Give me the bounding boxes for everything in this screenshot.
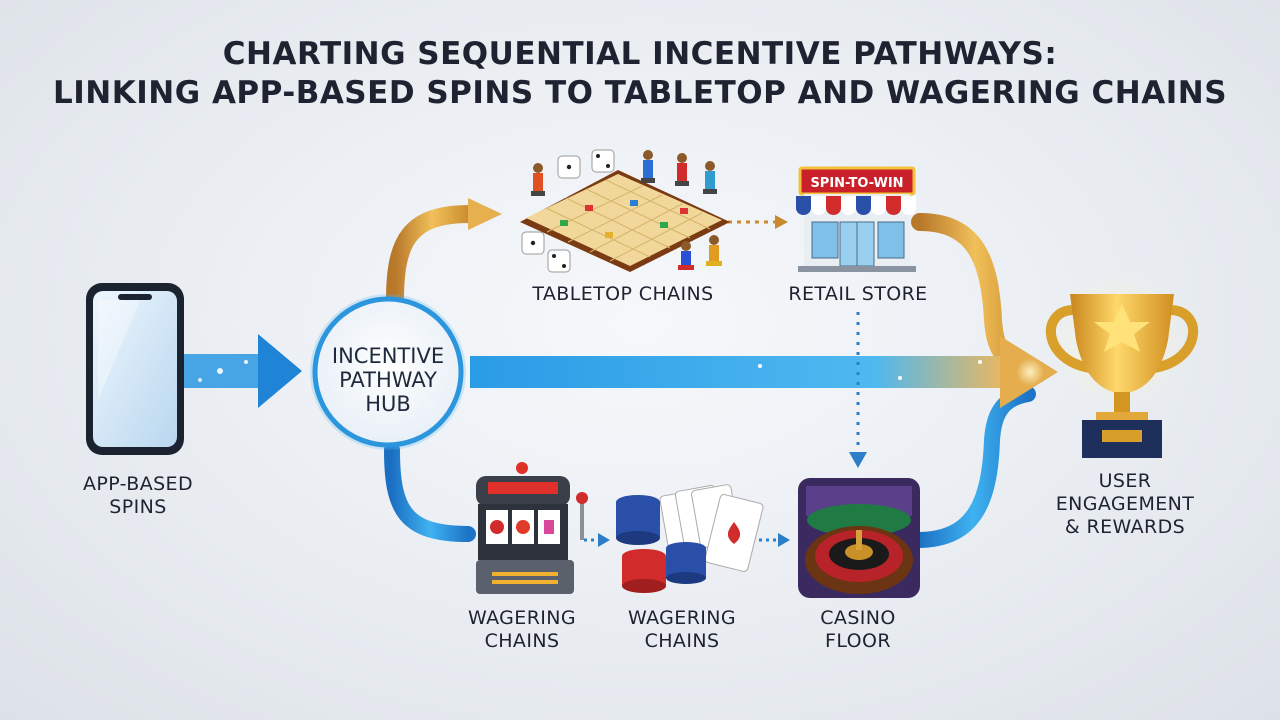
connector-retail-to-casino (849, 312, 867, 468)
label-retail-store: RETAIL STORE (788, 283, 928, 305)
label-tabletop-chains: TABLETOP CHAINS (532, 283, 714, 305)
label-rewards-line-2: ENGAGEMENT (1055, 493, 1195, 515)
board-game-icon (520, 149, 730, 273)
label-rewards-line-3: & REWARDS (1064, 516, 1186, 538)
connector-tabletop-to-retail (728, 215, 788, 229)
hub-label-line-3: HUB (365, 392, 411, 416)
hub-label: INCENTIVE PATHWAY HUB (318, 344, 458, 416)
arrow-app-to-hub (182, 334, 302, 408)
arrow-hub-to-rewards (470, 336, 1058, 408)
trophy-icon (1045, 270, 1199, 458)
label-wagering-2-line-2: CHAINS (644, 630, 720, 652)
hub-label-line-1: INCENTIVE (331, 344, 445, 368)
label-user-engagement-rewards: USER ENGAGEMENT & REWARDS (1040, 470, 1210, 539)
retail-sign-text: SPIN-TO-WIN (810, 176, 903, 191)
roulette-icon (798, 478, 920, 598)
label-app-line-2: SPINS (109, 496, 167, 518)
gold-path-to-tabletop (386, 198, 502, 309)
label-app-line-1: APP-BASED (82, 473, 193, 495)
label-wagering-chains-1: WAGERING CHAINS (452, 607, 592, 653)
label-app-based-spins: APP-BASED SPINS (48, 473, 228, 519)
slot-machine-icon (476, 462, 588, 594)
hub-circle (310, 294, 466, 450)
label-casino-line-2: FLOOR (825, 630, 891, 652)
label-casino-line-1: CASINO (820, 607, 896, 629)
label-wagering-2-line-1: WAGERING (627, 607, 737, 629)
smartphone-icon (86, 283, 184, 455)
label-wagering-1-line-2: CHAINS (484, 630, 560, 652)
label-wagering-chains-2: WAGERING CHAINS (612, 607, 752, 653)
storefront-icon (796, 166, 916, 272)
connector-chips-to-casino (752, 533, 790, 547)
hub-label-line-2: PATHWAY (339, 368, 437, 392)
title-line-1: CHARTING SEQUENTIAL INCENTIVE PATHWAYS: (222, 36, 1058, 72)
blue-path-to-wagering (384, 442, 476, 542)
blue-path-from-casino (910, 386, 1036, 548)
connector-slot-to-chips (584, 533, 610, 547)
label-casino-floor: CASINO FLOOR (788, 607, 928, 653)
chips-and-cards-icon (616, 484, 764, 593)
title-line-2: LINKING APP-BASED SPINS TO TABLETOP AND … (52, 75, 1228, 111)
label-rewards-line-1: USER (1098, 470, 1152, 492)
label-wagering-1-line-1: WAGERING (467, 607, 577, 629)
